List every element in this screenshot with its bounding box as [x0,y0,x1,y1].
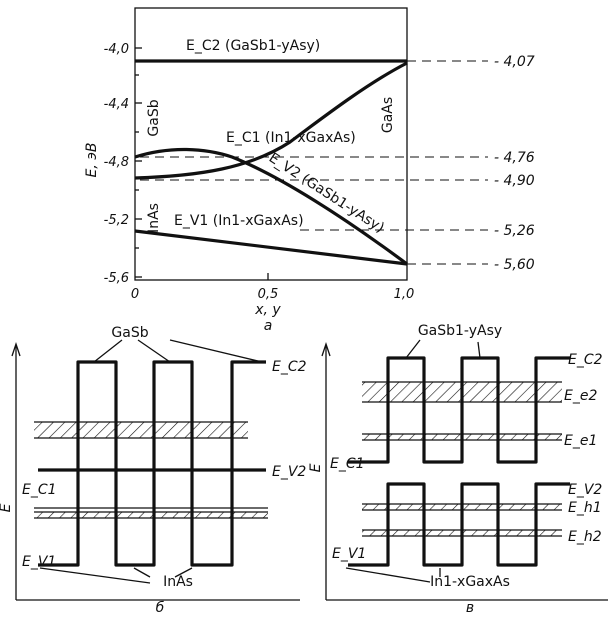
hatched-band [34,422,248,438]
ec2-label: E_C2 [568,352,603,368]
hatched-band [34,512,268,518]
eh1-label: E_h1 [568,500,602,516]
panel-c-caption: в [466,600,474,616]
right-value: - 5,60 [494,257,535,273]
energy-axis-label: E [0,503,14,512]
xtick-label: 1,0 [394,287,415,302]
gaas-label: GaAs [380,97,396,133]
panel-c: E GaSb1-yAsy In1-xGaxAs в E_C2 E_e2 E_e1… [308,323,608,616]
ev1-label: E_V1 [332,546,366,562]
ec1-curve-label: E_C1 (In1-xGaxAs) [226,130,356,146]
ytick-label: -5,2 [104,213,129,228]
x-axis-label: x, y [254,302,281,318]
ytick-label: -4,0 [104,42,129,57]
ytick-label: -4,8 [104,155,129,170]
conduction-profile [38,360,266,472]
conduction-profile [348,356,570,464]
ec2-label: E_C2 [272,359,307,375]
gasbas-leaders [405,339,481,359]
valence-profile [38,468,266,567]
ev2-label: E_V2 [568,482,602,498]
energy-axis-label: E [308,463,324,472]
ec1-curve [134,61,408,180]
ee2-label: E_e2 [564,388,597,404]
energy-axis-arrow [321,341,331,357]
valence-profile [348,482,570,567]
ev1-curve [134,229,408,266]
inas-leaders [39,567,193,584]
ytick-label: -4,4 [104,97,129,112]
panel-a-caption: а [264,318,273,334]
ingaas-label: In1-xGaxAs [430,574,510,590]
ingaas-leaders [345,567,441,583]
right-value: - 4,90 [494,173,535,189]
ytick-label: -5,6 [104,271,129,286]
ec1-label: E_C1 [22,482,57,498]
panel-a: -4,0 -4,4 -4,8 -5,2 -5,6 0 0,5 1,0 x, y … [84,7,535,334]
ee1-label: E_e1 [564,433,597,449]
right-value: - 5,26 [494,223,535,239]
y-ticks [135,47,269,280]
ec2-curve-label: E_C2 (GaSb1-yAsy) [186,38,320,54]
eh2-label: E_h2 [568,529,602,545]
energy-axis-arrow [11,341,21,357]
panel-a-frame [134,7,408,281]
gasb-leaders [93,339,263,363]
gasb-label: GaSb [111,325,148,341]
inas-label: InAs [146,203,162,233]
gasbas-label: GaSb1-yAsy [418,323,502,339]
panel-b-caption: б [156,600,165,616]
y-axis-label: E, эВ [84,142,100,177]
right-value: - 4,07 [494,54,535,70]
inas-label: InAs [163,574,193,590]
right-value: - 4,76 [494,150,535,166]
xtick-label: 0 [131,287,139,302]
ev1-label: E_V1 [22,554,56,570]
ev1-curve-label: E_V1 (In1-xGaxAs) [174,213,304,229]
panel-b: E GaSb InAs б E_C2 E_V2 E_C1 E_V1 [0,325,307,616]
xtick-label: 0,5 [258,287,279,302]
ev2-curve [134,147,408,266]
gasb-label: GaSb [146,99,162,136]
ec1-label: E_C1 [330,456,365,472]
ev2-label: E_V2 [272,464,306,480]
